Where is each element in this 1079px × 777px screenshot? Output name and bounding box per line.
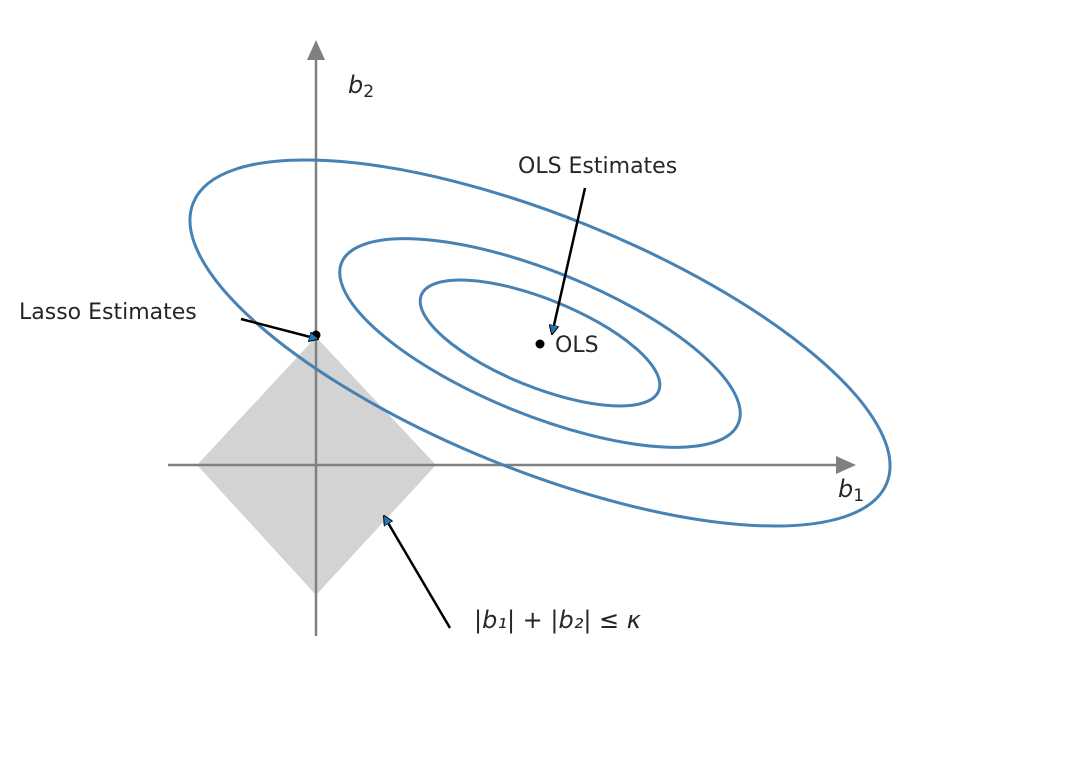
- contour-middle: [338, 237, 742, 449]
- constraint-arrow: [382, 516, 452, 629]
- y-axis-arrowhead: [307, 40, 325, 60]
- ols-estimates-label: OLS Estimates: [518, 154, 677, 179]
- x-axis-arrowhead: [836, 456, 856, 474]
- ols-point-label: OLS: [555, 333, 599, 358]
- ols-point: [535, 339, 545, 349]
- ols-estimates-arrow: [552, 187, 587, 334]
- lasso-estimates-arrow: [240, 317, 318, 339]
- y-axis-label: b2: [348, 71, 374, 102]
- x-axis-label: b1: [838, 475, 864, 506]
- contour-inner: [418, 278, 662, 408]
- lasso-estimates-label: Lasso Estimates: [19, 300, 197, 325]
- constraint-label: |b₁| + |b₂| ≤ κ: [474, 606, 642, 634]
